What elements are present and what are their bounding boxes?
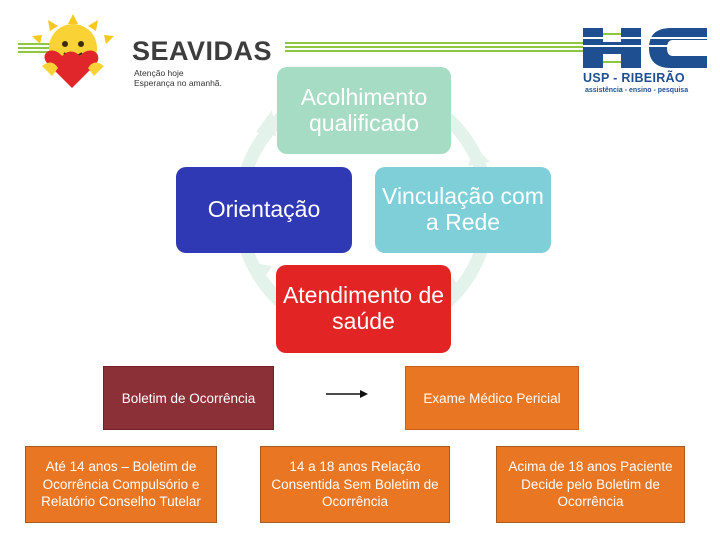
sun-heart-icon [18, 14, 128, 90]
age-box-acima-18: Acima de 18 anos Paciente Decide pelo Bo… [496, 446, 685, 523]
cycle-box-atendimento: Atendimento de saúde [276, 265, 451, 353]
hc-usp-subtitle: assistência - ensino - pesquisa [585, 87, 688, 94]
age-box-14-a-18: 14 a 18 anos Relação Consentida Sem Bole… [260, 446, 450, 523]
cycle-box-acolhimento: Acolhimento qualificado [277, 67, 451, 154]
hc-usp-name: USP - RIBEIRÃO [583, 71, 685, 85]
seavidas-logo: SEAVIDAS Atenção hoje Esperança no amanh… [18, 14, 288, 90]
flow-arrow [320, 387, 370, 401]
hc-letters-icon [583, 26, 709, 70]
seavidas-tagline-1: Atenção hoje [134, 68, 184, 78]
cycle-box-vinculacao: Vinculação com a Rede [375, 167, 551, 253]
exame-box: Exame Médico Pericial [405, 366, 579, 430]
boletim-box: Boletim de Ocorrência [103, 366, 274, 430]
cycle-arrowhead [256, 110, 276, 136]
seavidas-tagline-2: Esperança no amanhã. [134, 78, 222, 88]
age-box-ate-14: Até 14 anos – Boletim de Ocorrência Comp… [25, 446, 217, 523]
cycle-box-orientacao: Orientação [176, 167, 352, 253]
hc-usp-logo: USP - RIBEIRÃO assistência - ensino - pe… [583, 26, 713, 98]
seavidas-name: SEAVIDAS [132, 36, 272, 67]
